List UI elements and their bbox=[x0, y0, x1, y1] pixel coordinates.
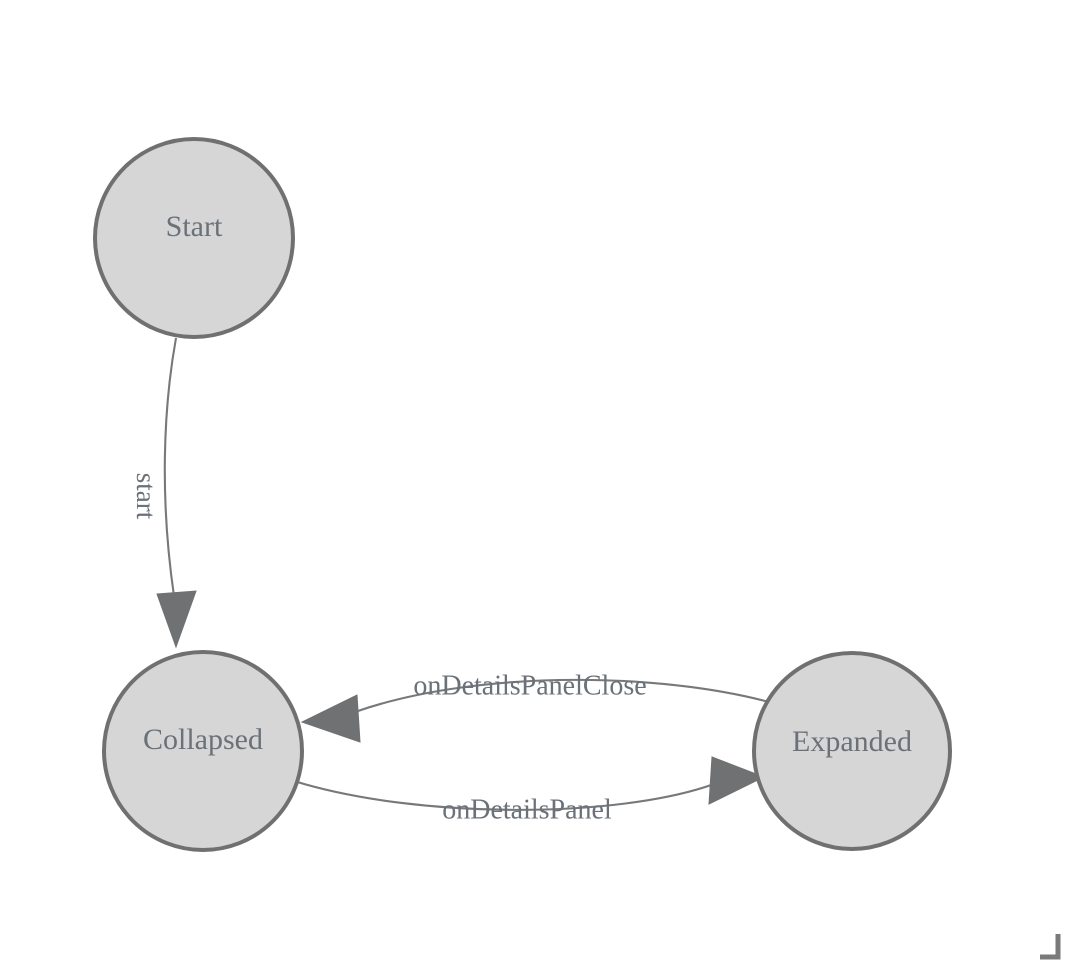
node-expanded-shape bbox=[752, 651, 952, 851]
edge-path-start-to-collapsed bbox=[163, 337, 178, 597]
edge-label-on-details-panel: onDetailsPanel bbox=[442, 794, 612, 825]
arrowhead-into-collapsed-left bbox=[300, 694, 361, 743]
node-start-label: Start bbox=[166, 210, 223, 243]
corner-bracket-icon bbox=[1040, 934, 1061, 960]
edge-path-expanded-to-collapsed bbox=[354, 678, 787, 713]
edge-start-to-collapsed[interactable]: start bbox=[131, 337, 197, 649]
node-collapsed-label: Collapsed bbox=[143, 723, 263, 756]
node-collapsed[interactable]: Collapsed bbox=[102, 650, 304, 852]
arrowhead-into-expanded-left bbox=[708, 756, 766, 805]
node-start-shape bbox=[93, 137, 295, 339]
edge-path-collapsed-to-expanded bbox=[293, 779, 715, 811]
node-expanded[interactable]: Expanded bbox=[752, 651, 952, 851]
arrowhead-into-collapsed-top bbox=[156, 590, 197, 649]
node-collapsed-shape bbox=[102, 650, 304, 852]
edge-collapsed-to-expanded[interactable]: onDetailsPanel bbox=[293, 756, 766, 825]
node-expanded-label: Expanded bbox=[792, 725, 912, 758]
edge-expanded-to-collapsed[interactable]: onDetailsPanelClose bbox=[300, 670, 787, 743]
edge-label-on-details-panel-close: onDetailsPanelClose bbox=[413, 670, 646, 701]
edge-label-start: start bbox=[131, 473, 161, 520]
node-start[interactable]: Start bbox=[93, 137, 295, 339]
